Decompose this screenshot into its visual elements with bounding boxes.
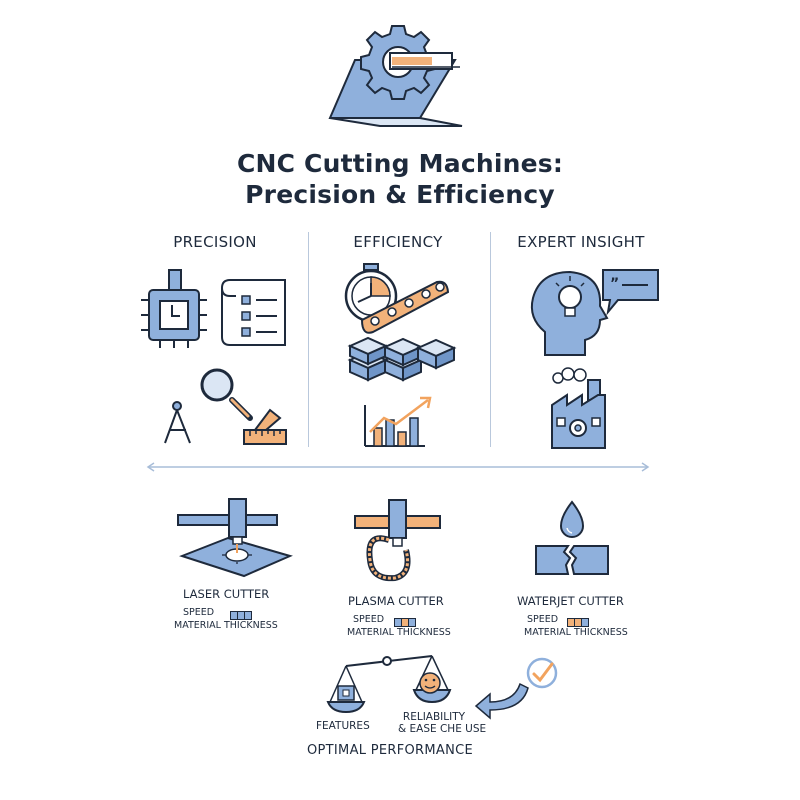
heading-precision: PRECISION (173, 233, 257, 251)
blueprint-icon (221, 279, 286, 346)
cpu-chip-icon (141, 269, 207, 348)
ruler-icon (243, 408, 287, 445)
speech-bubble-icon: ” (602, 269, 659, 316)
title-line-1: CNC Cutting Machines: (236, 149, 564, 178)
stopwatch-icon (344, 263, 398, 323)
stacked-blocks-icon (347, 336, 457, 382)
waterjet-cutter-icon (535, 500, 609, 575)
plasma-cutter-label: PLASMA CUTTER (348, 594, 444, 608)
svg-text:”: ” (610, 276, 619, 292)
waterjet-speed-label: SPEED (527, 614, 559, 625)
reliability-label: RELIABILITY & EASE CHE USE (398, 711, 487, 735)
heading-efficiency: EFFICIENCY (353, 233, 443, 251)
conveyor-icon (360, 280, 450, 334)
laser-speed-label: SPEED (183, 607, 215, 618)
checkmark-badge-icon (526, 657, 558, 689)
double-arrow-divider (146, 462, 650, 472)
head-lightbulb-icon (530, 270, 609, 356)
laser-material-label: MATERIAL THICKNESS (174, 620, 278, 631)
features-chip-icon (337, 685, 355, 701)
page-title: CNC Cutting Machines: Precision & Effici… (0, 148, 800, 210)
laser-cutter-label: LASER CUTTER (183, 587, 270, 601)
curved-arrow-icon (474, 682, 529, 720)
laser-speed-bars (230, 605, 252, 624)
smiley-icon (419, 672, 441, 694)
column-divider (490, 232, 491, 447)
waterjet-speed-bars (567, 612, 589, 631)
speed-bar (244, 611, 252, 620)
title-line-2: Precision & Efficiency (245, 180, 555, 209)
column-divider (308, 232, 309, 447)
factory-icon (551, 367, 606, 449)
plasma-cutter-icon (354, 499, 441, 582)
balance-scale-icon (326, 655, 452, 714)
laser-cutter-icon (177, 498, 293, 578)
plasma-speed-bars (394, 612, 416, 631)
heading-expert-insight: EXPERT INSIGHT (517, 233, 645, 251)
plasma-material-label: MATERIAL THICKNESS (347, 627, 451, 638)
compass-icon (164, 401, 191, 444)
features-label: FEATURES (316, 720, 370, 732)
optimal-performance-label: OPTIMAL PERFORMANCE (307, 743, 473, 758)
growth-chart-icon (364, 396, 432, 447)
waterjet-material-label: MATERIAL THICKNESS (524, 627, 628, 638)
speed-bar (581, 618, 589, 627)
magnifier-icon (200, 368, 253, 421)
plasma-speed-label: SPEED (353, 614, 385, 625)
waterjet-cutter-label: WATERJET CUTTER (517, 594, 624, 608)
speed-bar (408, 618, 416, 627)
